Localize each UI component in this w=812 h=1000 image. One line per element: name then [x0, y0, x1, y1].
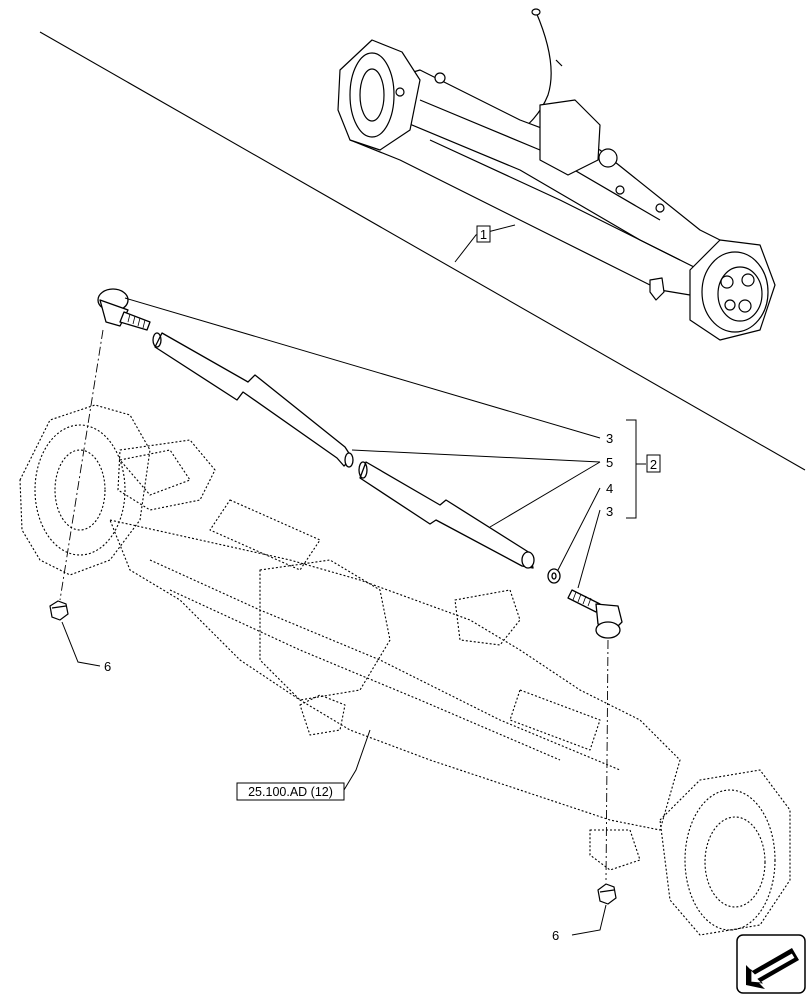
callout-1-text: 1: [480, 227, 487, 242]
callout-4[interactable]: 4: [606, 481, 613, 496]
tie-rod-end-left: [97, 288, 151, 331]
nut-right: [597, 883, 617, 905]
callout-1[interactable]: 1: [476, 225, 491, 243]
center-lines: [59, 329, 609, 881]
tie-rod-end-right: [567, 589, 623, 639]
callout-2[interactable]: 2: [646, 454, 661, 473]
tie-rod-tube-left: [154, 332, 353, 467]
callout-6-left[interactable]: 6: [104, 659, 111, 674]
axle-phantom-outline: [19, 404, 791, 936]
callout-5[interactable]: 5: [606, 455, 613, 470]
separator-line: [39, 31, 806, 471]
arrow-icon[interactable]: [736, 934, 806, 994]
callout-2-text: 2: [650, 457, 657, 472]
reference-link[interactable]: 25.100.AD (12): [236, 782, 345, 801]
washer: [547, 568, 561, 584]
reference-link-text: 25.100.AD (12): [248, 785, 333, 799]
nut-left: [49, 600, 69, 621]
callout-3-top[interactable]: 3: [606, 431, 613, 446]
leader-lines: [61, 224, 646, 936]
tie-rod-assembly: [97, 288, 623, 639]
callout-6-right[interactable]: 6: [552, 928, 559, 943]
tie-rod-tube-right: [359, 461, 534, 569]
axle-assembly-complete: [337, 8, 776, 341]
callout-3-bottom[interactable]: 3: [606, 504, 613, 519]
